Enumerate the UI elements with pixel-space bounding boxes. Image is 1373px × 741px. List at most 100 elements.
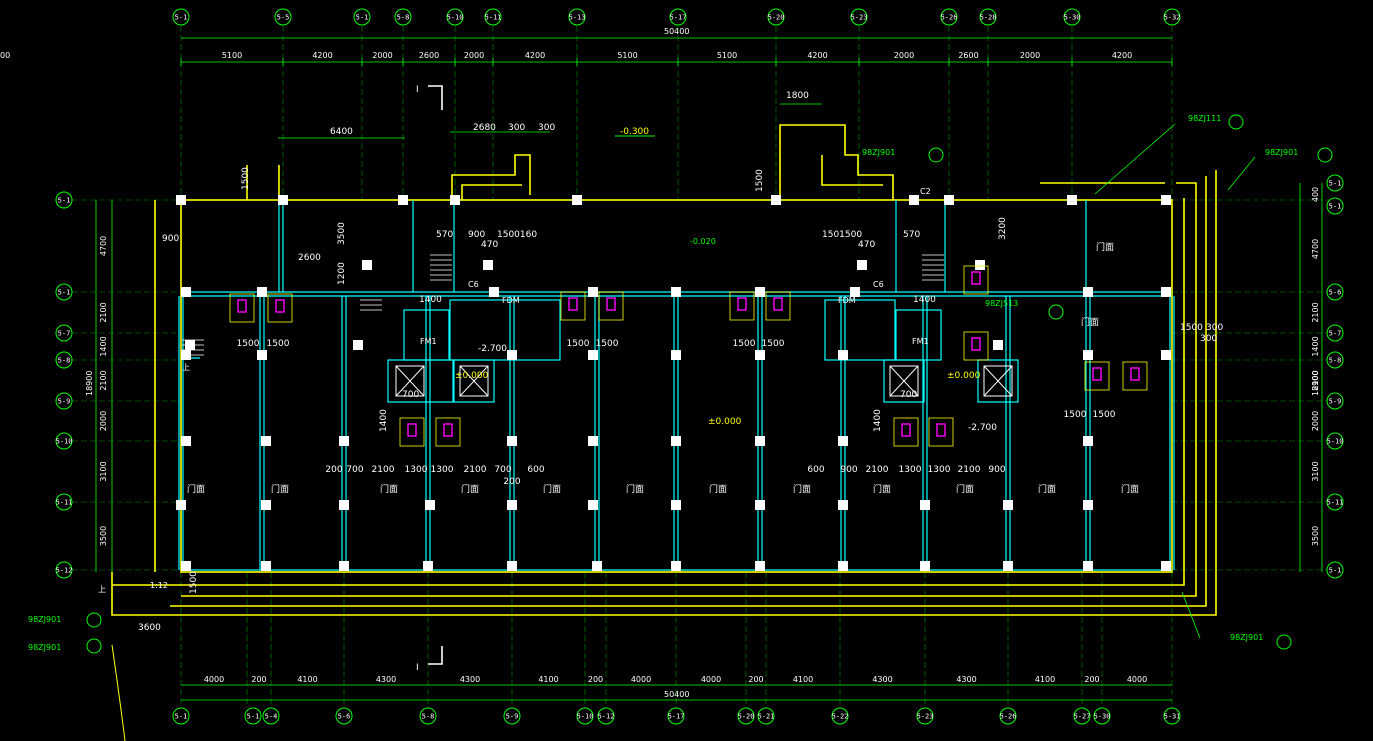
bottom-dim: 4300 (872, 675, 892, 684)
toilet-fixture (773, 297, 783, 311)
toilet-fixture (568, 297, 578, 311)
bottom-dim: 200 (1084, 675, 1099, 684)
bottom-axis-bubble-label: 5-23 (917, 713, 934, 721)
column (261, 436, 271, 446)
bottom-axis-bubble: 5-27 (1073, 707, 1091, 725)
toilet-fixture (1092, 367, 1102, 381)
top-axis-bubble-label: 5-32 (1164, 14, 1181, 22)
column (588, 436, 598, 446)
column (671, 561, 681, 571)
toilet-dim: 1500 (733, 339, 756, 349)
bottom-dim: 4300 (376, 675, 396, 684)
left-axis-bubble-label: 5-7 (58, 330, 71, 338)
top-axis-bubble: 5-32 (1163, 8, 1181, 26)
left-axis-bubble: 5-9 (55, 392, 73, 410)
right-dim: 3100 (1311, 461, 1320, 481)
left-dim: 4700 (99, 236, 108, 256)
dim-6400: 6400 (330, 127, 353, 137)
top-axis-bubble-label: 5-10 (447, 14, 464, 22)
column (1003, 500, 1013, 510)
column (671, 287, 681, 297)
left-dim: 2100 (99, 302, 108, 322)
right-dim: 2100 (1311, 370, 1320, 390)
toilet-stall (765, 291, 791, 321)
toilet-stall (963, 265, 989, 295)
top-overall-dimension: 50400 (181, 27, 1172, 63)
shop-dim: 1300 (899, 465, 922, 475)
dim-570-left: 570 (436, 230, 453, 240)
shop-dim: 2100 (464, 465, 487, 475)
column (1083, 500, 1093, 510)
bottom-axis-bubble: 5-23 (916, 707, 934, 725)
left-dim: 2000 (99, 411, 108, 431)
level-pit-left: -2.700 (478, 344, 507, 354)
right-axis-bubbles: 5-15-15-65-75-85-95-105-115-1 (1326, 174, 1344, 579)
room-label-shop: 门面 (873, 483, 891, 495)
room-label-shop: 门面 (271, 483, 289, 495)
room-label-shop: 门面 (461, 483, 479, 495)
column (339, 436, 349, 446)
column (181, 436, 191, 446)
bottom-dim: 200 (748, 675, 763, 684)
left-axis-bubble-label: 5-9 (58, 398, 71, 406)
right-axis-bubble: 5-8 (1326, 351, 1344, 369)
left-axis-bubble-label: 5-8 (58, 357, 71, 365)
bottom-axis-bubble-label: 5-6 (338, 713, 351, 721)
right-axis-bubble: 5-10 (1326, 432, 1344, 450)
ref-note-entrance: 98ZJ901 (862, 148, 895, 157)
label-fm-left: FM1 (420, 337, 437, 346)
bottom-axis-bubble: 5-1 (244, 707, 262, 725)
column (507, 350, 517, 360)
right-axis-bubble-label: 5-6 (1329, 289, 1342, 297)
right-axis-bubble-label: 5-10 (1327, 438, 1344, 446)
column (588, 287, 598, 297)
left-axis-bubble: 5-1 (55, 283, 73, 301)
shop-dim: 900 (988, 465, 1005, 475)
column (850, 287, 860, 297)
ref-note-1: 98ZJ111 (1188, 114, 1221, 123)
label-up-stair: 上 (182, 363, 190, 372)
column (261, 500, 271, 510)
left-axis-bubbles: 5-15-15-75-85-95-105-115-12 (55, 191, 73, 579)
right-axis-bubble-label: 5-8 (1329, 357, 1342, 365)
bottom-axis-bubble: 5-21 (757, 707, 775, 725)
top-axis-bubble: 5-8 (394, 8, 412, 26)
top-axis-bubble-label: 5-1 (175, 14, 188, 22)
left-axis-bubble: 5-7 (55, 324, 73, 342)
toilet-fixture (1130, 367, 1140, 381)
toilet-dim: 1500 (1064, 410, 1087, 420)
bottom-axis-bubble: 5-8 (419, 707, 437, 725)
label-fdm-right: FDM (838, 296, 856, 305)
toilet-dim: 1500 (1093, 410, 1116, 420)
right-axis-bubble: 5-7 (1326, 324, 1344, 342)
left-axis-bubble-label: 5-12 (56, 567, 73, 575)
left-dim: 2100 (99, 370, 108, 390)
top-dim: 2000 (894, 51, 914, 60)
column (755, 287, 765, 297)
room-label-shop: 门面 (1038, 483, 1056, 495)
column (261, 561, 271, 571)
dim-300-right: 300 (1206, 323, 1223, 333)
bottom-axis-bubble-label: 5-12 (598, 713, 615, 721)
column (1083, 436, 1093, 446)
left-axis-bubble: 5-8 (55, 351, 73, 369)
ref-note-2: 98ZJ901 (1265, 148, 1298, 157)
bottom-dim: 4000 (631, 675, 651, 684)
bottom-axis-bubble: 5-22 (831, 707, 849, 725)
bottom-axis-bubble-label: 5-26 (1000, 713, 1017, 721)
column (257, 350, 267, 360)
dim-top-total: 50400 (664, 27, 689, 36)
interior-partitions (181, 200, 1172, 403)
left-axis-bubble: 5-1 (55, 191, 73, 209)
left-axis-bubble-label: 5-1 (58, 289, 71, 297)
dim-470-right: 470 (858, 240, 875, 250)
bottom-axis-bubble: 5-9 (503, 707, 521, 725)
bottom-axis-bubble: 5-31 (1163, 707, 1181, 725)
dim-300-right-b: 300 (1200, 334, 1217, 344)
left-axis-bubble-label: 5-11 (56, 499, 73, 507)
top-axis-bubble-label: 5-23 (851, 14, 868, 22)
